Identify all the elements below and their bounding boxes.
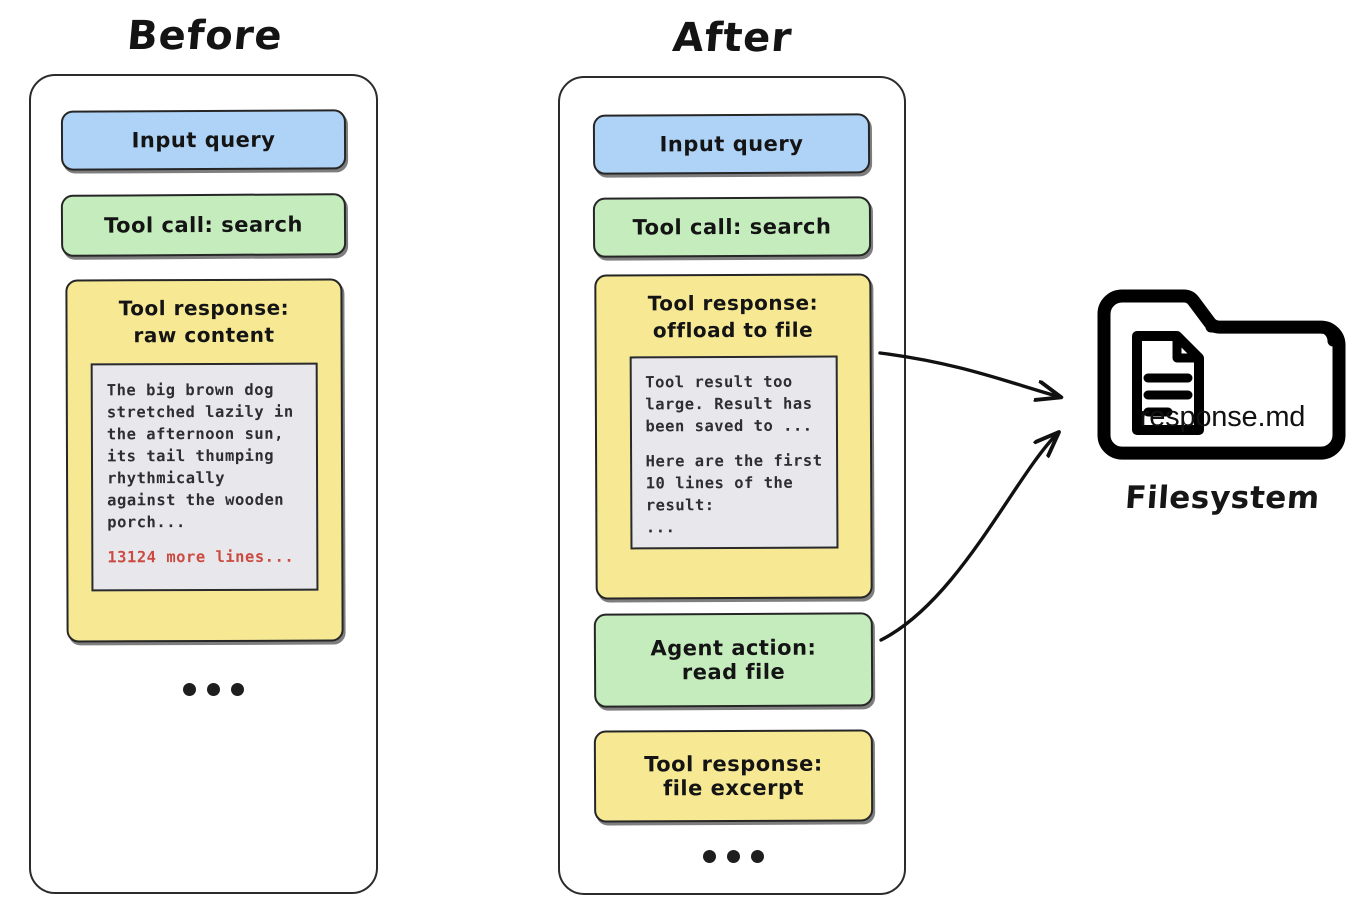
node-before-tool-response[interactable]: Tool response: raw content The big brown… (65, 278, 344, 643)
node-label: Input query (659, 131, 804, 157)
node-heading-line-2: offload to file (652, 317, 814, 343)
code-body: The big brown dog stretched lazily in th… (106, 380, 294, 532)
page-title-before: Before (125, 13, 285, 59)
node-heading-line-1: Agent action: (650, 635, 817, 661)
folder-with-document-icon (1097, 289, 1346, 460)
dot (703, 850, 716, 863)
code-body-notice: Tool result too large. Result has been s… (645, 372, 813, 436)
node-before-input-query[interactable]: Input query (60, 109, 347, 171)
node-after-tool-call[interactable]: Tool call: search (592, 196, 872, 258)
filename-label: response.md (1139, 401, 1306, 433)
page-title-after: After (670, 15, 795, 61)
node-label: Tool call: search (104, 212, 303, 238)
node-label: Input query (131, 127, 276, 153)
dot (231, 683, 244, 696)
dot (207, 683, 220, 696)
code-spacer (646, 437, 828, 451)
offload-to-filesystem-arrow (878, 351, 1060, 397)
node-before-tool-call[interactable]: Tool call: search (60, 193, 347, 257)
code-block-offload-notice: Tool result too large. Result has been s… (629, 355, 838, 550)
node-label: Tool call: search (632, 214, 832, 240)
node-heading-line-2: file excerpt (663, 775, 805, 801)
node-after-tool-response-excerpt[interactable]: Tool response: file excerpt (593, 729, 874, 823)
filesystem-label: Filesystem (1123, 480, 1322, 516)
code-block-raw-content: The big brown dog stretched lazily in th… (90, 362, 319, 592)
node-heading-line-2: read file (681, 659, 786, 685)
code-spacer (107, 533, 306, 547)
code-body-excerpt-intro: Here are the first 10 lines of the resul… (645, 451, 823, 537)
read-file-from-filesystem-arrow (879, 433, 1058, 642)
node-heading-line-1: Tool response: (644, 751, 823, 777)
dot (183, 683, 196, 696)
node-after-input-query[interactable]: Input query (592, 113, 871, 175)
dot (727, 850, 740, 863)
ellipsis-before (183, 683, 244, 696)
ellipsis-after (703, 850, 764, 863)
code-warning-more-lines: 13124 more lines... (107, 547, 295, 567)
node-after-agent-action[interactable]: Agent action: read file (593, 612, 874, 708)
node-after-tool-response-offload[interactable]: Tool response: offload to file Tool resu… (594, 273, 873, 600)
node-heading-line-1: Tool response: (118, 295, 290, 321)
node-heading: Tool response: raw content (109, 295, 300, 350)
filesystem-group: response.md Filesystem (1090, 280, 1355, 520)
node-heading-line-1: Tool response: (647, 290, 819, 316)
node-heading: Tool response: offload to file (638, 290, 829, 345)
dot (751, 850, 764, 863)
node-heading-line-2: raw content (133, 322, 275, 348)
